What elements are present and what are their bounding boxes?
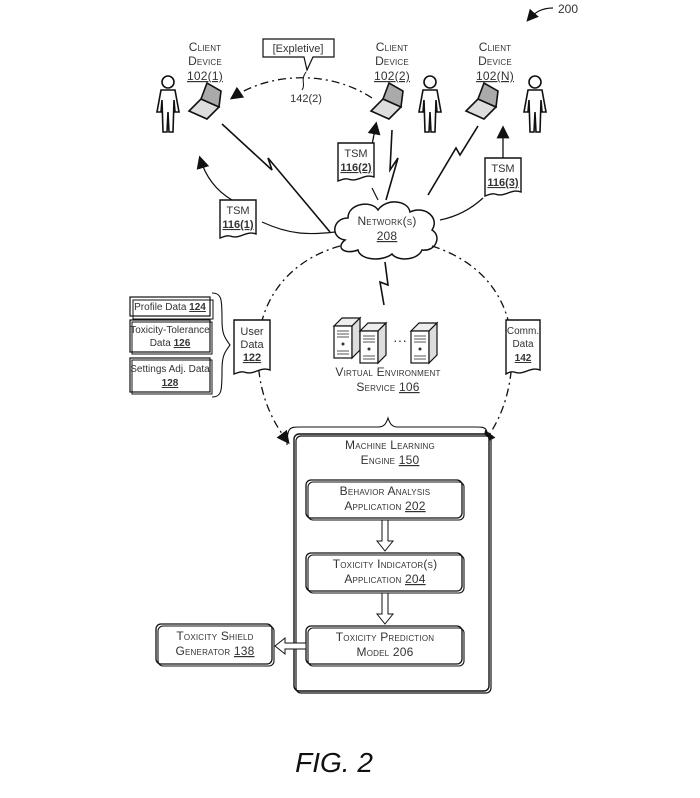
figure-label: FIG. 2 — [295, 747, 373, 778]
tsm-2-document: TSM 116(2) — [337, 142, 375, 182]
svg-text:Device: Device — [375, 54, 409, 68]
svg-text:208: 208 — [377, 229, 398, 243]
svg-text:Data: Data — [240, 339, 264, 351]
svg-text:Model 206: Model 206 — [357, 645, 414, 659]
toxicity-tolerance-data-box: Toxicity-Tolerance Data 126 — [129, 319, 213, 355]
svg-text:Network(s): Network(s) — [357, 214, 416, 228]
ml-engine-brace — [286, 416, 489, 446]
server-1-icon — [333, 317, 361, 359]
svg-text:Toxicity Prediction: Toxicity Prediction — [336, 630, 434, 644]
svg-text:Profile Data 124: Profile Data 124 — [134, 302, 206, 313]
server-2-icon — [359, 322, 387, 364]
tsm-2-connector — [371, 187, 379, 201]
svg-text:Virtual Environment: Virtual Environment — [335, 365, 440, 379]
profile-data-box: Profile Data 124 — [129, 296, 214, 320]
svg-text:Generator 138: Generator 138 — [175, 644, 254, 658]
behavior-analysis-app-box: Behavior Analysis Application 202 — [305, 479, 465, 521]
svg-text:Client: Client — [376, 40, 409, 54]
svg-text:Comm.: Comm. — [507, 326, 539, 337]
svg-text:116(1): 116(1) — [222, 219, 254, 231]
svg-text:122: 122 — [243, 352, 261, 364]
svg-text:116(2): 116(2) — [340, 162, 372, 174]
svg-text:Toxicity Indicator(s): Toxicity Indicator(s) — [333, 557, 438, 571]
svg-text:Device: Device — [188, 54, 222, 68]
svg-text:[Expletive]: [Expletive] — [273, 43, 324, 55]
wireless-link-1 — [221, 123, 331, 233]
wireless-link-n — [427, 125, 479, 196]
expletive-speech-bubble: [Expletive] — [262, 38, 335, 72]
leader-line-142-2 — [301, 71, 307, 91]
tsm-1-connector — [261, 221, 336, 235]
svg-text:142: 142 — [515, 353, 532, 364]
server-n-icon — [410, 322, 438, 364]
wireless-link-2 — [385, 129, 399, 201]
laptop-n-icon — [465, 82, 499, 120]
flow-arrow-206-138 — [274, 636, 307, 656]
figure-ref-arrow — [526, 7, 554, 22]
comm-flow-arc — [229, 77, 373, 100]
svg-text:116(3): 116(3) — [487, 177, 519, 189]
tsm-2-arrow — [367, 121, 381, 146]
tsm-3-connector — [439, 197, 484, 221]
data-flow-arc-right — [431, 245, 513, 445]
tsm-3-document: TSM 116(3) — [484, 157, 522, 197]
svg-text:Toxicity-Tolerance: Toxicity-Tolerance — [130, 325, 210, 336]
client-device-1-label: Client Device 102(1) — [187, 40, 223, 83]
flow-arrow-204-206 — [375, 592, 395, 625]
svg-text:Client: Client — [479, 40, 512, 54]
toxicity-shield-generator-box: Toxicity Shield Generator 138 — [155, 623, 275, 667]
svg-text:102(2): 102(2) — [374, 69, 410, 83]
svg-text:Settings Adj. Data: Settings Adj. Data — [130, 364, 210, 375]
flow-arrow-202-204 — [375, 519, 395, 552]
svg-text:TSM: TSM — [491, 163, 514, 175]
svg-text:Application 204: Application 204 — [344, 572, 425, 586]
svg-text:Machine Learning: Machine Learning — [345, 438, 435, 452]
toxicity-prediction-model-box: Toxicity Prediction Model 206 — [305, 625, 465, 667]
svg-text:Behavior Analysis: Behavior Analysis — [340, 484, 431, 498]
svg-text:102(1): 102(1) — [187, 69, 223, 83]
settings-adj-data-box: Settings Adj. Data 128 — [129, 357, 213, 395]
svg-text:Data 126: Data 126 — [150, 338, 191, 349]
wireless-link-service — [378, 261, 389, 306]
toxicity-indicator-app-box: Toxicity Indicator(s) Application 204 — [305, 552, 465, 594]
svg-text:Data: Data — [512, 339, 534, 350]
svg-text:TSM: TSM — [226, 205, 249, 217]
client-device-2-label: Client Device 102(2) — [374, 40, 410, 83]
comm-ref-label: 142(2) — [290, 93, 322, 105]
network-cloud: Network(s) 208 — [334, 201, 438, 260]
svg-text:102(N): 102(N) — [476, 69, 514, 83]
comm-data-document: Comm. Data 142 — [505, 319, 541, 376]
svg-text:User: User — [240, 326, 264, 338]
svg-text:128: 128 — [162, 378, 179, 389]
svg-text:Service 106: Service 106 — [356, 380, 419, 394]
svg-text:Toxicity Shield: Toxicity Shield — [176, 629, 253, 643]
user-2-icon — [418, 75, 442, 133]
laptop-1-icon — [188, 82, 222, 120]
svg-text:Client: Client — [189, 40, 222, 54]
tsm-1-document: TSM 116(1) — [219, 199, 257, 239]
user-1-icon — [156, 75, 180, 133]
user-n-icon — [523, 75, 547, 133]
laptop-2-icon — [370, 82, 404, 120]
virtual-environment-service-label: Virtual Environment Service 106 — [335, 365, 440, 394]
svg-text:Engine 150: Engine 150 — [361, 453, 420, 467]
server-ellipsis: ··· — [393, 332, 407, 348]
svg-text:Application 202: Application 202 — [344, 499, 425, 513]
svg-text:Device: Device — [478, 54, 512, 68]
client-device-n-label: Client Device 102(N) — [476, 40, 514, 83]
svg-text:TSM: TSM — [344, 148, 367, 160]
tsm-1-arrow — [196, 155, 233, 201]
user-data-brace — [211, 292, 231, 398]
figure-ref: 200 — [558, 2, 578, 16]
user-data-document: User Data 122 — [233, 319, 271, 375]
